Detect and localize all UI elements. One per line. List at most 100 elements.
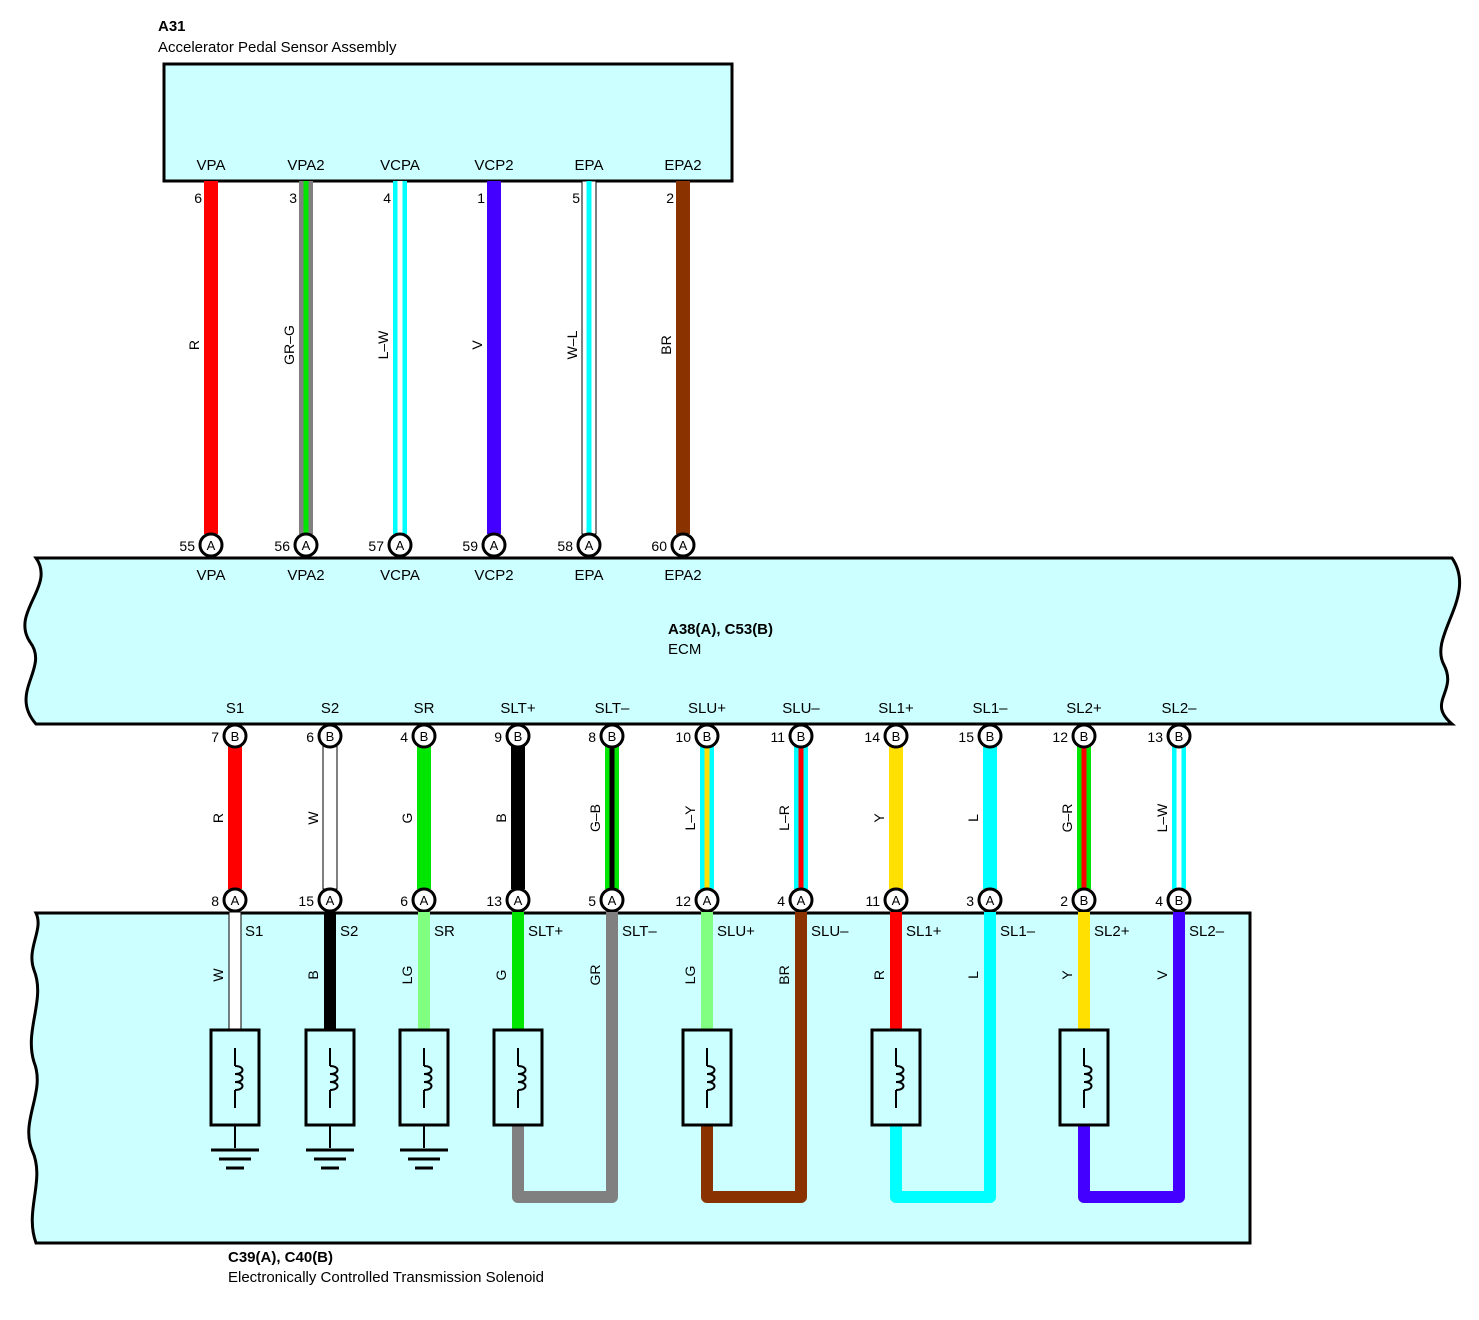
ground-icon xyxy=(306,1125,354,1170)
solenoid-pin-name: SL1+ xyxy=(906,923,942,940)
ecm-pin-name: VPA2 xyxy=(287,567,324,584)
solenoid-pin-name: S1 xyxy=(245,923,263,940)
a31-pin-number: 4 xyxy=(383,190,391,206)
coil-winding-icon xyxy=(706,1065,716,1091)
solenoid-coil-icon xyxy=(209,1028,261,1127)
a31-pin-number: 1 xyxy=(477,190,485,206)
ecm-pin-number: 9 xyxy=(494,729,502,745)
ecm-connector-b-letter: B xyxy=(797,729,806,744)
internal-wire xyxy=(228,911,242,1031)
lower-wire xyxy=(417,746,431,889)
ecm-connector-b-letter: B xyxy=(326,729,335,744)
ecm-pin-number: 8 xyxy=(588,729,596,745)
ecm-connector-b xyxy=(317,723,343,749)
solenoid-connector-letter: A xyxy=(608,893,617,908)
upper-wire xyxy=(204,181,218,534)
internal-wire-color-label: LG xyxy=(399,966,415,985)
ecm-pin-number: 12 xyxy=(1052,729,1068,745)
upper-wire xyxy=(676,181,690,534)
lower-wire-color-label: R xyxy=(210,813,226,823)
ecm-connector-b-letter: B xyxy=(420,729,429,744)
solenoid-pin-name: SR xyxy=(434,923,455,940)
solenoid-connector xyxy=(505,887,531,913)
internal-wire xyxy=(512,912,524,1030)
coil-winding-icon xyxy=(329,1065,339,1091)
ecm-connector-b-letter: B xyxy=(514,729,523,744)
ecm-pin-number: 56 xyxy=(274,538,290,554)
ecm-connector-a-letter: A xyxy=(207,538,216,553)
solenoid-pin-name: SL1– xyxy=(1000,923,1036,940)
a31-pin-number: 2 xyxy=(666,190,674,206)
a31-pin-number: 6 xyxy=(194,190,202,206)
ecm-connector-a-letter: A xyxy=(585,538,594,553)
ecm-pin-name: SR xyxy=(414,700,435,717)
ecm-pin-name: VPA xyxy=(197,567,226,584)
lower-wire-color-label: G xyxy=(399,813,415,824)
solenoid-connector xyxy=(1071,887,1097,913)
lower-wire xyxy=(983,746,997,889)
coil-box xyxy=(1058,1028,1110,1127)
a31-pin-number: 3 xyxy=(289,190,297,206)
lower-wire-color-label: L xyxy=(965,814,981,822)
lower-wire-color-label: G–B xyxy=(587,804,603,832)
lower-wire-color-label: G–R xyxy=(1059,804,1075,833)
coil-box xyxy=(304,1028,356,1127)
ecm-pin-name: EPA xyxy=(575,567,604,584)
solenoid-coil-icon xyxy=(870,1028,922,1127)
internal-wire-color-label: W xyxy=(210,968,226,982)
solenoid-connector-letter: A xyxy=(231,893,240,908)
solenoid-connector xyxy=(977,887,1003,913)
ecm-connector-b xyxy=(505,723,531,749)
solenoid-connector xyxy=(883,887,909,913)
ecm-connector-b xyxy=(222,723,248,749)
lower-wire-color-label: Y xyxy=(871,813,887,823)
lower-wire xyxy=(1077,746,1091,889)
solenoid-coil-icon xyxy=(1058,1028,1110,1127)
upper-wire-color-label: R xyxy=(186,340,202,350)
ecm-connector-a xyxy=(198,532,224,558)
ground-icon xyxy=(400,1125,448,1170)
return-loop-wire xyxy=(701,1024,807,1203)
lower-wire xyxy=(228,746,242,889)
ecm-connector-b-letter: B xyxy=(703,729,712,744)
solenoid-pin-name: S2 xyxy=(340,923,358,940)
solenoid-pin-number: 3 xyxy=(966,893,974,909)
ecm-pin-name: SL1– xyxy=(972,700,1008,717)
coil-winding-icon xyxy=(234,1065,244,1091)
ecm-connector-b-letter: B xyxy=(986,729,995,744)
solenoid-connector xyxy=(694,887,720,913)
ecm-pin-name: SL1+ xyxy=(878,700,914,717)
ecm-pin-number: 7 xyxy=(211,729,219,745)
ecm-connector-b xyxy=(977,723,1003,749)
a31-pin-name: VPA xyxy=(197,157,226,174)
upper-wire-color-label: BR xyxy=(658,335,674,354)
upper-wire-color-label: L–W xyxy=(375,330,391,360)
ecm-pin-number: 60 xyxy=(651,538,667,554)
solenoid-connector-letter: B xyxy=(1080,893,1089,908)
lower-wire xyxy=(889,746,903,889)
solenoid-connector xyxy=(317,887,343,913)
ecm-pin-name: SL2+ xyxy=(1066,700,1102,717)
a31-pin-name: VCP2 xyxy=(474,157,513,174)
ecm-connector-b xyxy=(1071,723,1097,749)
return-loop-wire xyxy=(1078,1024,1185,1203)
solenoid-pin-number: 8 xyxy=(211,893,219,909)
internal-wire xyxy=(418,912,430,1030)
ecm-pin-name: VCPA xyxy=(380,567,420,584)
upper-wire-color-label: W–L xyxy=(564,330,580,359)
upper-wire xyxy=(299,181,313,534)
solenoid-pin-number: 2 xyxy=(1060,893,1068,909)
upper-wire xyxy=(487,181,501,534)
solenoid-connector-letter: A xyxy=(703,893,712,908)
internal-wire-color-label: GR xyxy=(587,965,603,986)
ecm-pin-number: 14 xyxy=(864,729,880,745)
solenoid-connector xyxy=(222,887,248,913)
